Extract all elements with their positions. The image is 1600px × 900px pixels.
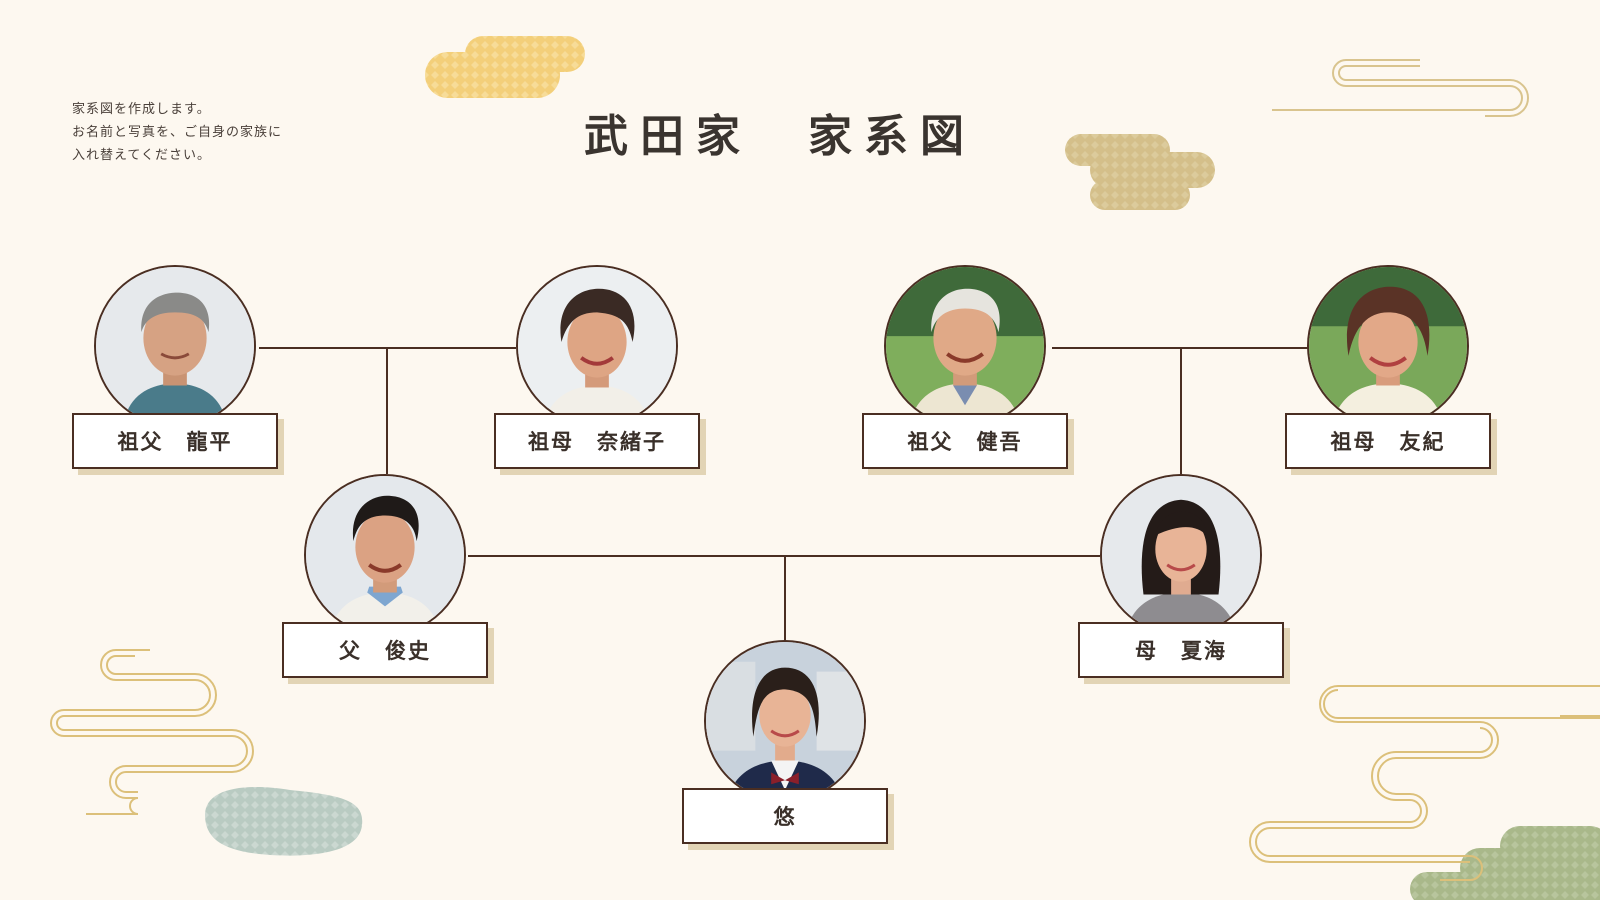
gold-cloud <box>1065 134 1215 210</box>
instructions-text: 家系図を作成します。 お名前と写真を、ご自身の家族に 入れ替えてください。 <box>72 98 282 167</box>
portrait-icon <box>306 476 464 634</box>
name-label[interactable]: 祖父 健吾 <box>862 413 1068 469</box>
instruction-line: 家系図を作成します。 <box>72 102 211 117</box>
portrait-icon <box>1309 267 1467 425</box>
photo-grandfather-paternal[interactable] <box>94 265 256 427</box>
person-grandmother-paternal[interactable]: 祖母 奈緒子 <box>494 265 704 475</box>
name-label[interactable]: 祖父 龍平 <box>72 413 278 469</box>
portrait-icon <box>706 642 864 800</box>
person-mother[interactable]: 母 夏海 <box>1078 474 1288 684</box>
photo-grandmother-maternal[interactable] <box>1307 265 1469 427</box>
teal-cloud <box>205 787 363 856</box>
wave-lines-top-right <box>1272 59 1529 117</box>
tree-connectors <box>259 347 1310 640</box>
person-grandfather-maternal[interactable]: 祖父 健吾 <box>862 265 1072 475</box>
photo-mother[interactable] <box>1100 474 1262 636</box>
person-grandfather-paternal[interactable]: 祖父 龍平 <box>72 265 282 475</box>
name-label[interactable]: 悠 <box>682 788 888 844</box>
portrait-icon <box>96 267 254 425</box>
name-label[interactable]: 祖母 友紀 <box>1285 413 1491 469</box>
instruction-line: お名前と写真を、ご自身の家族に <box>72 125 283 140</box>
wave-lines-bottom-right <box>1249 685 1600 881</box>
name-label[interactable]: 父 俊史 <box>282 622 488 678</box>
person-grandmother-maternal[interactable]: 祖母 友紀 <box>1285 265 1495 475</box>
wave-lines-bottom-left <box>50 649 254 815</box>
person-child[interactable]: 悠 <box>682 640 892 850</box>
instruction-line: 入れ替えてください。 <box>72 148 211 163</box>
portrait-icon <box>886 267 1044 425</box>
photo-child[interactable] <box>704 640 866 802</box>
photo-father[interactable] <box>304 474 466 636</box>
page-title: 武田家 家系図 <box>584 111 976 162</box>
portrait-icon <box>1102 476 1260 634</box>
portrait-icon <box>518 267 676 425</box>
person-father[interactable]: 父 俊史 <box>282 474 492 684</box>
photo-grandfather-maternal[interactable] <box>884 265 1046 427</box>
yellow-cloud <box>425 36 585 98</box>
photo-grandmother-paternal[interactable] <box>516 265 678 427</box>
name-label[interactable]: 祖母 奈緒子 <box>494 413 700 469</box>
name-label[interactable]: 母 夏海 <box>1078 622 1284 678</box>
